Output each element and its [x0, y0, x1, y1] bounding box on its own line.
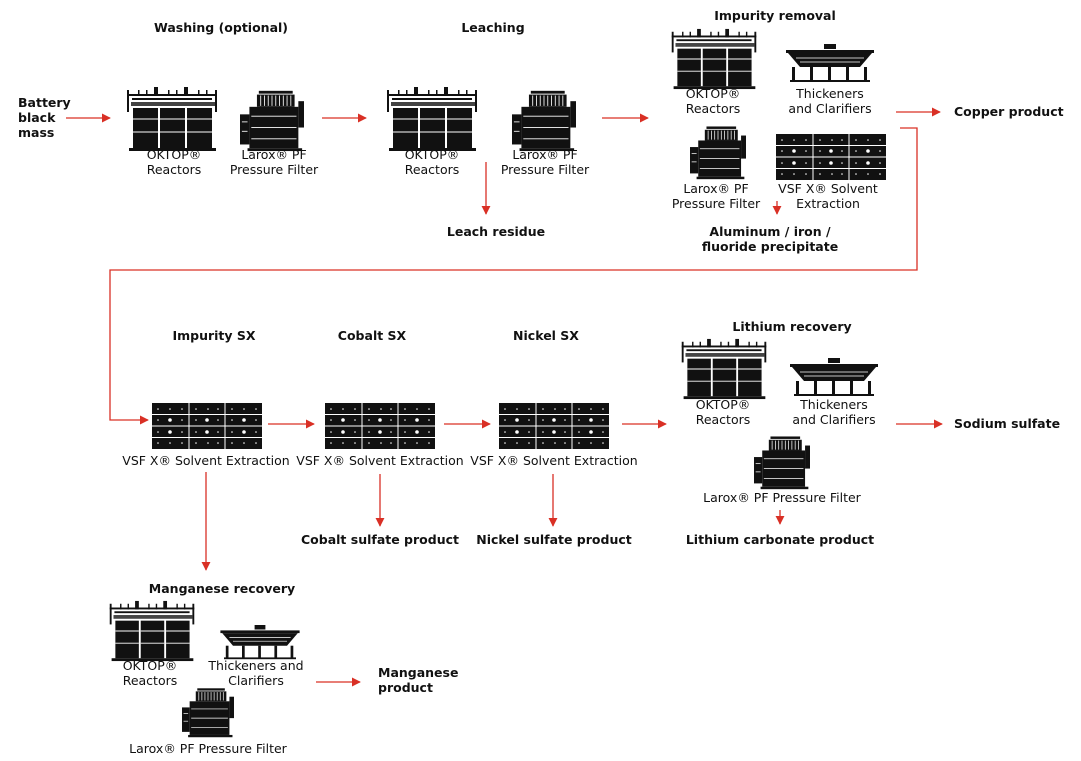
output-copper-product: Copper product	[954, 104, 1064, 119]
label-line: OKTOP®	[695, 397, 751, 412]
input-battery-black-mass: Battery black mass	[18, 95, 71, 140]
label-line: VSF X® Solvent	[778, 181, 878, 196]
thickener-label: Thickeners and Clarifiers	[792, 397, 875, 427]
vsf-label: VSF X® Solvent Extraction	[296, 453, 464, 468]
label-line: Pressure Filter	[229, 162, 319, 177]
oktop-label: OKTOP® Reactors	[405, 147, 460, 177]
output-lithium-carbonate: Lithium carbonate product	[685, 532, 875, 547]
vsf-label: VSF X® Solvent Extraction	[778, 181, 878, 211]
larox-pressure-filter-icon	[236, 88, 308, 152]
stage-title-leaching: Leaching	[461, 20, 525, 35]
label-line: Clarifiers	[228, 673, 284, 688]
larox-label: Larox® PF Pressure Filter	[703, 490, 861, 505]
stage-title-impurity-sx: Impurity SX	[172, 328, 256, 343]
larox-pressure-filter-icon	[508, 88, 580, 152]
label-line: OKTOP®	[146, 147, 202, 162]
output-leach-residue: Leach residue	[446, 224, 546, 239]
oktop-reactor-icon	[666, 28, 762, 90]
oktop-label: OKTOP® Reactors	[123, 658, 178, 688]
label-line: fluoride precipitate	[701, 239, 839, 254]
label-line: Reactors	[122, 673, 178, 688]
output-cobalt-sulfate: Cobalt sulfate product	[301, 532, 459, 547]
thickener-label: Thickeners and Clarifiers	[208, 658, 303, 688]
output-sodium-sulfate: Sodium sulfate	[954, 416, 1061, 431]
oktop-reactor-icon	[384, 86, 480, 152]
label-line: OKTOP®	[122, 658, 178, 673]
stage-title-nickel-sx: Nickel SX	[513, 328, 579, 343]
label-line: OKTOP®	[685, 86, 741, 101]
vsf-solvent-extraction-icon	[499, 403, 609, 449]
label-line: Reactors	[146, 162, 202, 177]
vsf-solvent-extraction-icon	[152, 403, 262, 449]
label-line: Reactors	[404, 162, 460, 177]
label-line: Pressure Filter	[671, 196, 761, 211]
thickener-label: Thickeners and Clarifiers	[788, 86, 871, 116]
oktop-reactor-icon	[104, 600, 200, 662]
input-line-3: mass	[18, 125, 55, 140]
oktop-label: OKTOP® Reactors	[686, 86, 741, 116]
larox-label: Larox® PF Pressure Filter	[129, 741, 287, 756]
label-line: OKTOP®	[404, 147, 460, 162]
label-line: Manganese	[378, 665, 459, 680]
output-al-fe-f-precipitate: Aluminum / iron / fluoride precipitate	[702, 224, 838, 254]
stage-title-lithium-recovery: Lithium recovery	[732, 319, 852, 334]
vsf-label: VSF X® Solvent Extraction	[122, 453, 290, 468]
larox-pressure-filter-icon	[746, 434, 818, 490]
input-line-1: Battery	[18, 95, 71, 110]
oktop-label: OKTOP® Reactors	[147, 147, 202, 177]
label-line: Larox® PF	[241, 147, 307, 162]
stage-title-cobalt-sx: Cobalt SX	[337, 328, 407, 343]
vsf-solvent-extraction-icon	[325, 403, 435, 449]
label-line: Pressure Filter	[500, 162, 590, 177]
thickener-icon	[214, 625, 306, 661]
label-line: Aluminum / iron /	[709, 224, 831, 239]
label-line: Thickeners	[800, 397, 868, 412]
input-line-2: black	[18, 110, 56, 125]
stage-title-manganese-recovery: Manganese recovery	[148, 581, 296, 596]
larox-label: Larox® PF Pressure Filter	[230, 147, 318, 177]
larox-label: Larox® PF Pressure Filter	[672, 181, 760, 211]
label-line: and Clarifiers	[788, 101, 872, 116]
label-line: Extraction	[796, 196, 860, 211]
larox-pressure-filter-icon	[682, 124, 754, 180]
label-line: product	[378, 680, 433, 695]
larox-pressure-filter-icon	[172, 686, 244, 738]
label-line: Reactors	[685, 101, 741, 116]
arrow-impurity-removal-to-impurity-sx	[109, 127, 918, 425]
label-line: Larox® PF	[683, 181, 749, 196]
stage-title-impurity-removal: Impurity removal	[714, 8, 836, 23]
label-line: Reactors	[695, 412, 751, 427]
thickener-icon	[788, 358, 880, 398]
larox-label: Larox® PF Pressure Filter	[501, 147, 589, 177]
oktop-reactor-icon	[676, 338, 772, 400]
vsf-label: VSF X® Solvent Extraction	[470, 453, 638, 468]
oktop-label: OKTOP® Reactors	[696, 397, 751, 427]
stage-title-washing: Washing (optional)	[153, 20, 289, 35]
output-manganese-product: Manganese product	[378, 665, 458, 695]
thickener-icon	[784, 44, 876, 84]
oktop-reactor-icon	[124, 86, 220, 152]
label-line: and Clarifiers	[792, 412, 876, 427]
label-line: Thickeners and	[208, 658, 304, 673]
label-line: Thickeners	[796, 86, 864, 101]
label-line: Larox® PF	[512, 147, 578, 162]
vsf-solvent-extraction-icon	[776, 134, 886, 180]
output-nickel-sulfate: Nickel sulfate product	[476, 532, 632, 547]
